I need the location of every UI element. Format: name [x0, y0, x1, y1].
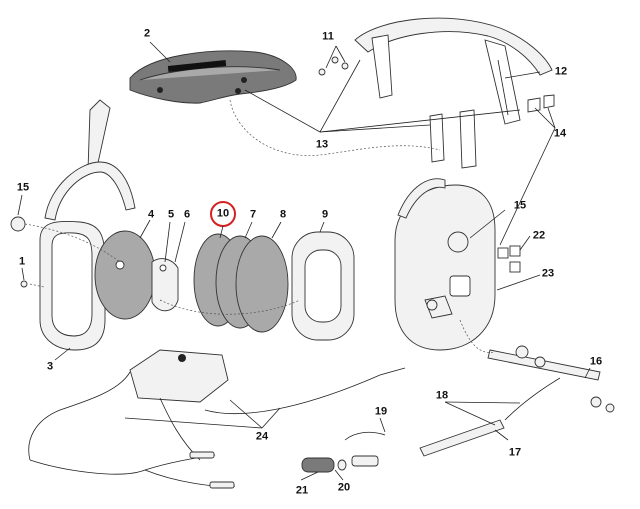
- right-earcup-assembly: [394, 178, 521, 351]
- callout-16: 16: [589, 355, 603, 368]
- left-earcup-assembly: [10, 99, 136, 351]
- callout-3: 3: [46, 360, 54, 373]
- callout-2: 2: [143, 27, 151, 40]
- headband: [354, 17, 555, 169]
- callout-10: 10: [216, 207, 230, 220]
- foam-discs: [193, 233, 289, 333]
- callout-19: 19: [374, 405, 388, 418]
- headpad-cushion: [129, 50, 297, 104]
- callout-8: 8: [279, 208, 287, 221]
- callout-13: 13: [315, 138, 329, 151]
- callout-14: 14: [553, 127, 567, 140]
- ear-seal: [291, 231, 355, 341]
- callout-22: 22: [532, 229, 546, 242]
- callout-4: 4: [147, 208, 155, 221]
- callout-11: 11: [322, 30, 334, 43]
- headset-cord: [29, 367, 406, 489]
- headband-screws: [318, 56, 349, 76]
- callout-21: 21: [295, 484, 309, 497]
- callout-15-left: 15: [16, 181, 30, 194]
- callout-6: 6: [183, 208, 191, 221]
- callout-1: 1: [18, 255, 26, 268]
- callout-24: 24: [255, 430, 269, 443]
- speaker-plate: [151, 258, 179, 312]
- mic-windscreen: [301, 455, 379, 473]
- callout-15-right: 15: [513, 199, 527, 212]
- battery-control-box: [28, 349, 229, 461]
- callout-23: 23: [541, 267, 555, 280]
- callout-17: 17: [508, 446, 522, 459]
- callout-7: 7: [249, 208, 257, 221]
- earcup-seal: [94, 230, 156, 320]
- callout-9: 9: [321, 208, 329, 221]
- callout-12: 12: [554, 65, 568, 78]
- highlight-callout-10: [210, 201, 236, 239]
- assembly-dashed-lines: [24, 99, 496, 353]
- callout-18: 18: [435, 389, 449, 402]
- callout-20: 20: [337, 481, 351, 494]
- leader-lines: [17, 41, 591, 481]
- callout-5: 5: [167, 208, 175, 221]
- mic-boom-assembly: [344, 345, 615, 457]
